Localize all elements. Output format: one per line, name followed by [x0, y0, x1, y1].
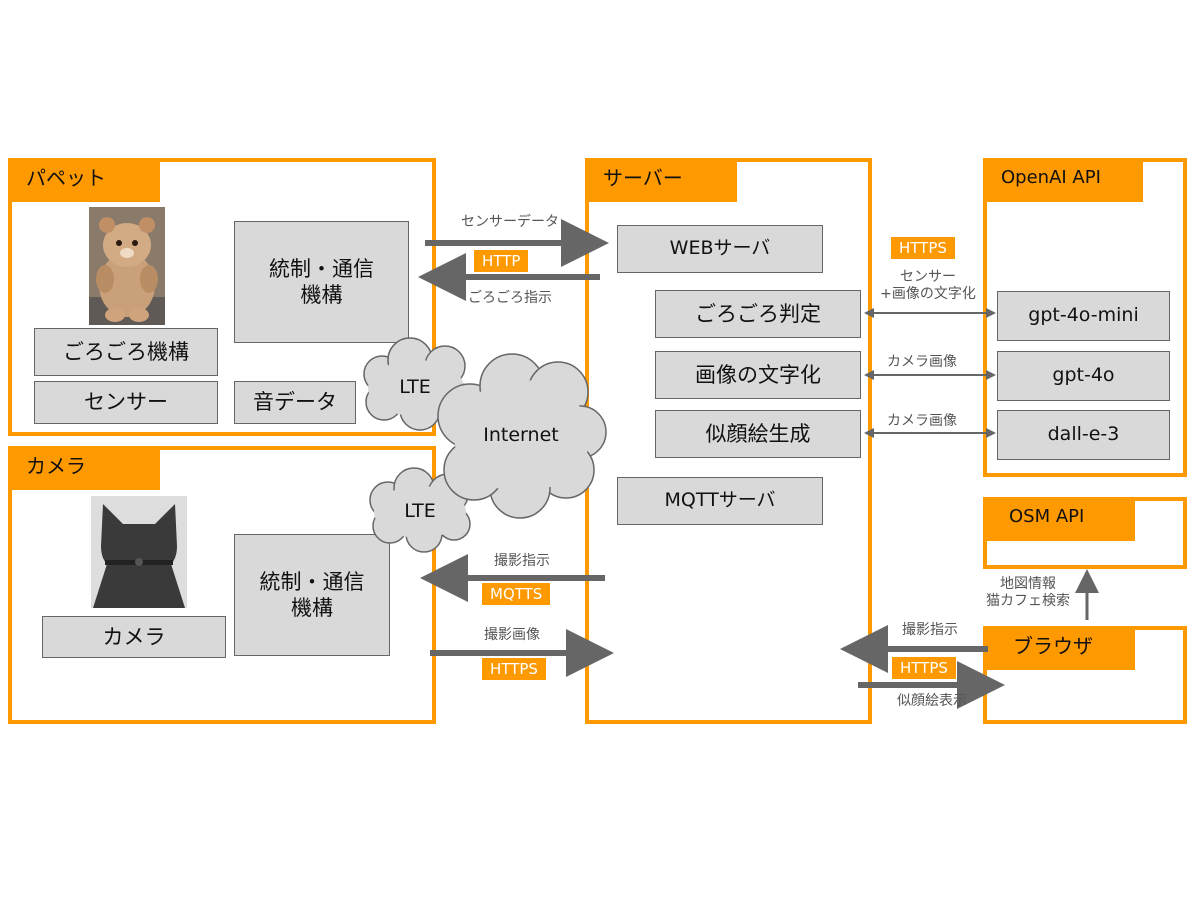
http-badge: HTTP	[474, 250, 529, 272]
camera-title: カメラ	[8, 446, 160, 490]
purr-command-label: ごろごろ指示	[468, 290, 552, 306]
gpt-4o-mini-label: gpt-4o-mini	[1028, 304, 1139, 327]
purr-mechanism-box: ごろごろ機構	[34, 328, 218, 376]
https-camera-badge: HTTPS	[482, 658, 546, 680]
puppet-title: パペット	[8, 158, 160, 202]
camera-box: カメラ	[42, 616, 226, 658]
portrait-gen-box: 似顔絵生成	[655, 410, 861, 458]
purr-judge-label: ごろごろ判定	[695, 301, 821, 326]
openai-title: OpenAI API	[983, 158, 1143, 202]
server-title: サーバー	[585, 158, 737, 202]
sensor-box: センサー	[34, 381, 218, 424]
https-browser-badge: HTTPS	[892, 657, 956, 679]
sound-data-label: 音データ	[253, 390, 337, 415]
puppet-control-box: 統制・通信 機構	[234, 221, 409, 343]
image-to-text-box: 画像の文字化	[655, 351, 861, 399]
shoot-image-label: 撮影画像	[484, 627, 540, 643]
gpt-4o-box: gpt-4o	[997, 351, 1170, 401]
sensor-label: センサー	[84, 390, 168, 415]
lte-label-1: LTE	[399, 376, 431, 398]
purr-mechanism-label: ごろごろ機構	[63, 339, 189, 364]
map-info-label: 地図情報 猫カフェ検索	[986, 576, 1070, 609]
web-server-label: WEBサーバ	[669, 237, 771, 260]
internet-label: Internet	[483, 424, 559, 446]
purr-judge-box: ごろごろ判定	[655, 290, 861, 338]
image-to-text-label: 画像の文字化	[695, 362, 821, 387]
camera-image-label-1: カメラ画像	[887, 354, 957, 370]
camera-image-label-2: カメラ画像	[887, 413, 957, 429]
lte-label-2: LTE	[404, 500, 436, 522]
camera-control-label: 統制・通信 機構	[259, 569, 365, 620]
osm-frame: OSM API	[983, 497, 1187, 569]
browser-shoot-label: 撮影指示	[902, 622, 958, 638]
dall-e-3-box: dall-e-3	[997, 410, 1170, 460]
shoot-command-label: 撮影指示	[494, 553, 550, 569]
mqtt-server-box: MQTTサーバ	[617, 477, 823, 525]
osm-title: OSM API	[983, 497, 1135, 541]
gpt-4o-label: gpt-4o	[1052, 364, 1115, 387]
camera-control-box: 統制・通信 機構	[234, 534, 390, 656]
mqtts-badge: MQTTS	[482, 583, 551, 605]
portrait-show-label: 似顔絵表示	[897, 693, 967, 709]
browser-title: ブラウザ	[983, 626, 1135, 670]
dall-e-3-label: dall-e-3	[1047, 423, 1120, 446]
portrait-gen-label: 似顔絵生成	[705, 421, 811, 446]
https-openai-badge: HTTPS	[891, 237, 955, 259]
puppet-control-label: 統制・通信 機構	[269, 256, 374, 307]
web-server-box: WEBサーバ	[617, 225, 823, 273]
camera-box-label: カメラ	[102, 624, 166, 649]
sensor-imgtext-label: センサー +画像の文字化	[880, 269, 976, 302]
sensor-data-label: センサーデータ	[461, 214, 559, 230]
gpt-4o-mini-box: gpt-4o-mini	[997, 291, 1170, 341]
browser-frame: ブラウザ	[983, 626, 1187, 724]
mqtt-server-label: MQTTサーバ	[664, 489, 776, 512]
sound-data-box: 音データ	[234, 381, 356, 424]
